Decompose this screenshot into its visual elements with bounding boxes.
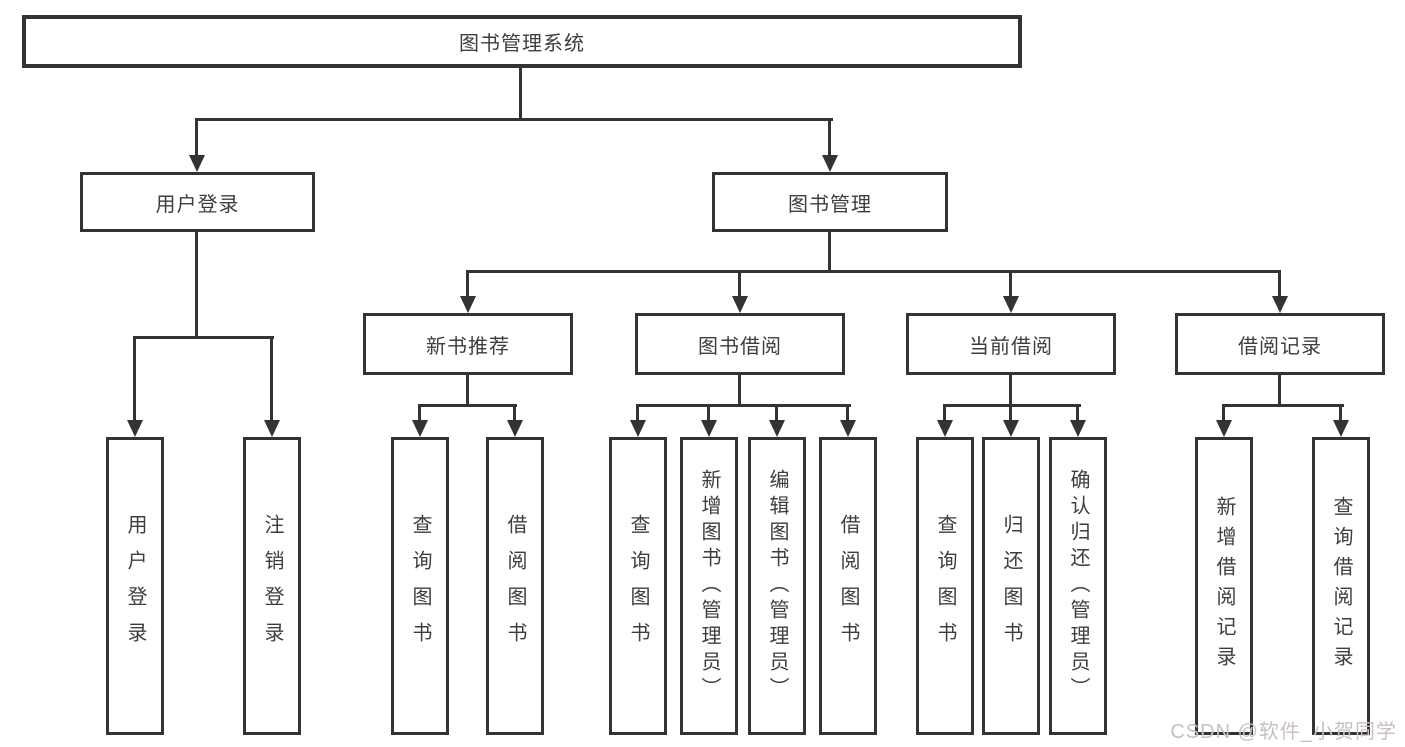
node-leaf-query-books-recommend: 查询图书 xyxy=(391,437,449,735)
connector-line xyxy=(707,406,710,422)
node-leaf-query-books-borrowing: 查询图书 xyxy=(609,437,667,735)
arrow-down-icon xyxy=(412,420,428,437)
arrow-down-icon xyxy=(769,420,785,437)
node-leaf-user-login: 用户登录 xyxy=(106,437,164,735)
node-library-management-system: 图书管理系统 xyxy=(22,15,1022,68)
connector-line xyxy=(1222,404,1344,407)
connector-line xyxy=(418,404,517,407)
node-label: 用户登录 xyxy=(124,514,146,658)
connector-line xyxy=(1222,406,1225,422)
node-label: 新增借阅记录 xyxy=(1213,496,1235,676)
node-label: 用户登录 xyxy=(155,193,240,216)
node-leaf-add-books-admin: 新增图书（管理员） xyxy=(680,437,738,735)
connector-line xyxy=(738,272,741,298)
arrow-down-icon xyxy=(630,420,646,437)
arrow-down-icon xyxy=(822,155,838,172)
arrow-down-icon xyxy=(1070,420,1086,437)
node-label: 图书管理系统 xyxy=(459,33,585,55)
connector-line xyxy=(1278,272,1281,298)
node-label: 归还图书 xyxy=(1000,514,1022,658)
node-user-login: 用户登录 xyxy=(80,172,315,232)
connector-line xyxy=(1009,375,1012,406)
node-leaf-add-borrow-record: 新增借阅记录 xyxy=(1195,437,1253,735)
node-label: 查询图书 xyxy=(934,514,956,658)
connector-line xyxy=(466,270,1281,273)
arrow-down-icon xyxy=(127,420,143,437)
arrow-down-icon xyxy=(937,420,953,437)
connector-line xyxy=(1339,406,1342,422)
node-leaf-edit-books-admin: 编辑图书（管理员） xyxy=(748,437,806,735)
arrow-down-icon xyxy=(840,420,856,437)
connector-line xyxy=(636,404,851,407)
node-leaf-borrow-books: 借阅图书 xyxy=(819,437,877,735)
connector-line xyxy=(195,232,198,336)
node-label: 查询图书 xyxy=(627,514,649,658)
connector-line xyxy=(418,406,421,422)
node-label: 借阅图书 xyxy=(504,514,526,658)
connector-line xyxy=(943,404,1081,407)
node-current-borrowing: 当前借阅 xyxy=(906,313,1116,375)
connector-line xyxy=(519,68,522,118)
node-label: 图书管理 xyxy=(788,193,872,216)
connector-line xyxy=(1009,406,1012,422)
node-label: 借阅图书 xyxy=(837,514,859,658)
node-label: 注销登录 xyxy=(261,514,283,658)
arrow-down-icon xyxy=(732,296,748,313)
connector-line xyxy=(466,375,469,406)
node-label: 新书推荐 xyxy=(426,335,510,358)
arrow-down-icon xyxy=(460,296,476,313)
arrow-down-icon xyxy=(1272,296,1288,313)
csdn-watermark: CSDN @软件_小贺同学 xyxy=(1170,721,1397,743)
node-label: 查询借阅记录 xyxy=(1330,496,1352,676)
node-label: 编辑图书（管理员） xyxy=(766,469,788,703)
connector-line xyxy=(943,406,946,422)
node-borrowing-records: 借阅记录 xyxy=(1175,313,1385,375)
node-leaf-query-borrow-record: 查询借阅记录 xyxy=(1312,437,1370,735)
connector-line xyxy=(270,338,273,421)
arrow-down-icon xyxy=(189,155,205,172)
connector-line xyxy=(828,120,831,157)
node-leaf-query-books-current: 查询图书 xyxy=(916,437,974,735)
arrow-down-icon xyxy=(1333,420,1349,437)
connector-line xyxy=(195,120,198,157)
node-leaf-confirm-return-admin: 确认归还（管理员） xyxy=(1049,437,1107,735)
node-new-book-recommend: 新书推荐 xyxy=(363,313,573,375)
connector-line xyxy=(828,232,831,270)
connector-line xyxy=(466,272,469,298)
node-label: 图书借阅 xyxy=(698,335,782,358)
connector-line xyxy=(775,406,778,422)
connector-line xyxy=(636,406,639,422)
node-book-management: 图书管理 xyxy=(712,172,948,232)
node-label: 确认归还（管理员） xyxy=(1067,469,1089,703)
node-label: 新增图书（管理员） xyxy=(698,469,720,703)
node-label: 当前借阅 xyxy=(969,335,1053,358)
node-leaf-borrow-books-recommend: 借阅图书 xyxy=(486,437,544,735)
arrow-down-icon xyxy=(507,420,523,437)
connector-line xyxy=(1278,375,1281,406)
connector-line xyxy=(1009,272,1012,298)
node-label: 查询图书 xyxy=(409,514,431,658)
connector-line xyxy=(738,375,741,406)
node-leaf-logout: 注销登录 xyxy=(243,437,301,735)
connector-line xyxy=(133,338,136,421)
connector-line xyxy=(1076,406,1079,422)
arrow-down-icon xyxy=(1216,420,1232,437)
connector-line xyxy=(133,336,274,339)
node-leaf-return-books: 归还图书 xyxy=(982,437,1040,735)
node-book-borrowing: 图书借阅 xyxy=(635,313,845,375)
connector-line xyxy=(846,406,849,422)
arrow-down-icon xyxy=(1003,296,1019,313)
arrow-down-icon xyxy=(701,420,717,437)
node-label: 借阅记录 xyxy=(1238,335,1322,358)
connector-line xyxy=(513,406,516,422)
arrow-down-icon xyxy=(264,420,280,437)
arrow-down-icon xyxy=(1003,420,1019,437)
connector-line xyxy=(195,118,833,121)
